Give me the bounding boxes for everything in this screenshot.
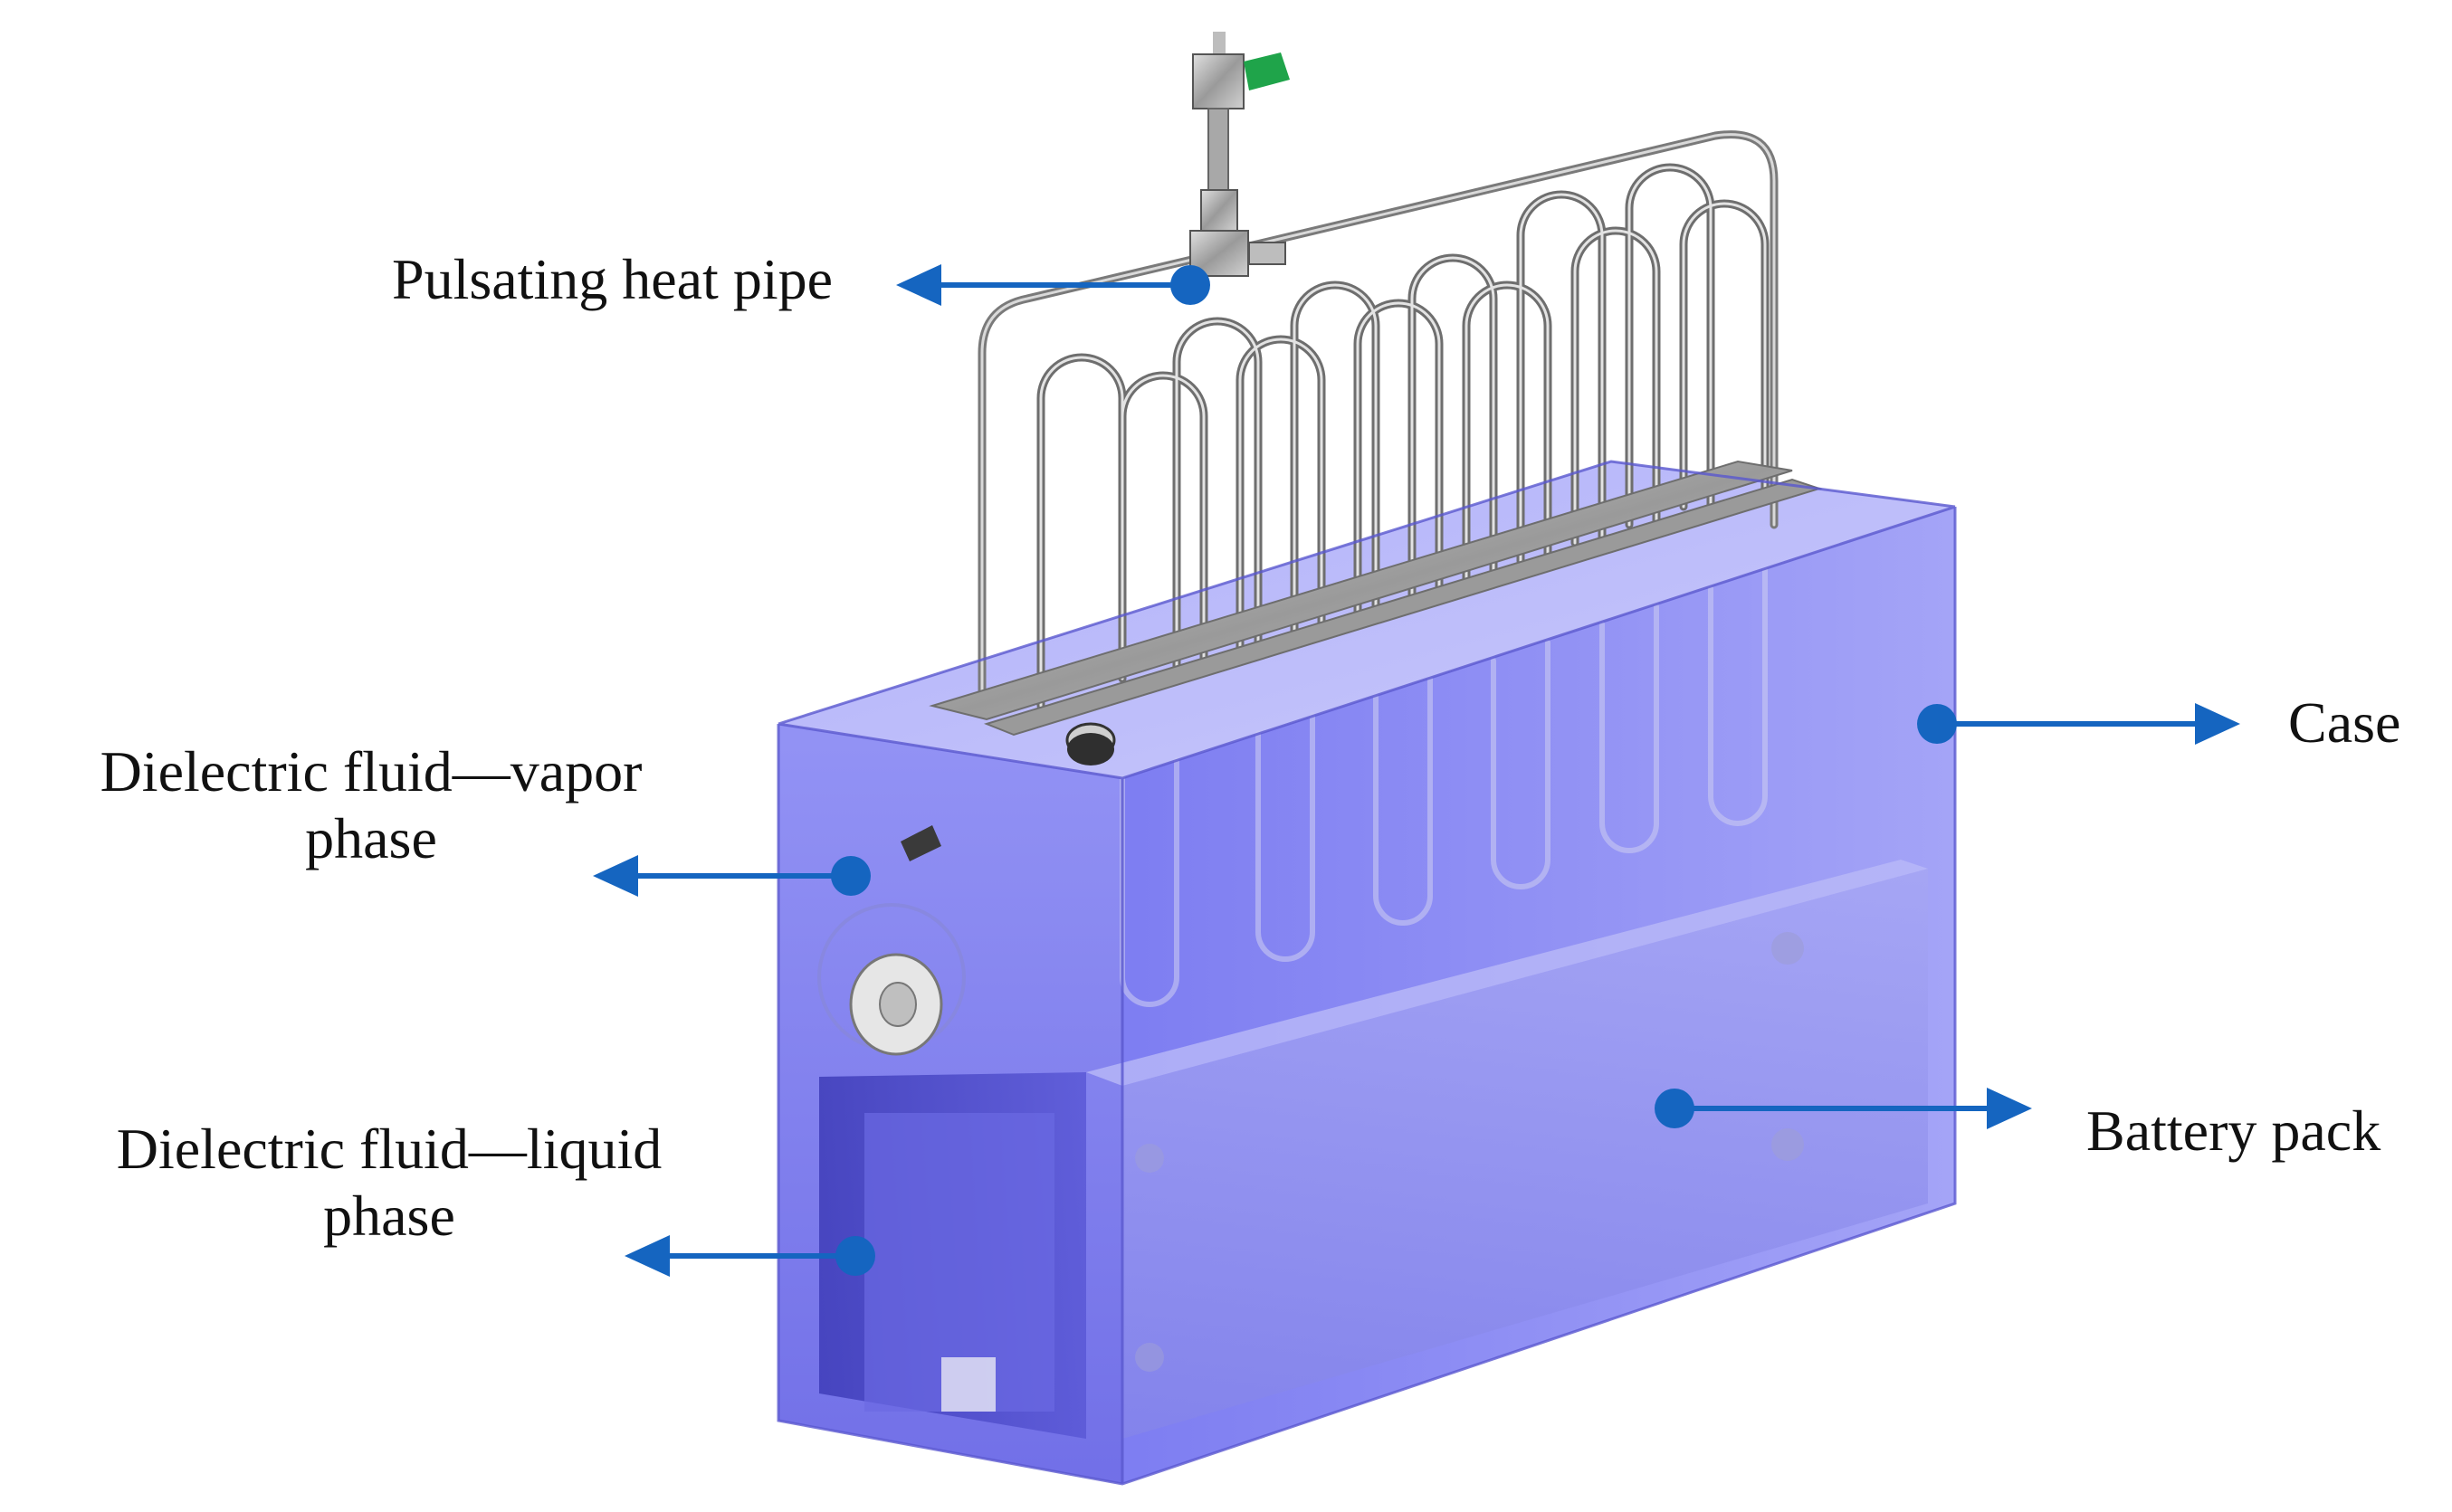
label-battery-pack-text: Battery pack — [2086, 1098, 2381, 1163]
arrow-head-vapor — [593, 855, 638, 897]
label-liquid-phase: Dielectric fluid—liquid phase — [54, 1116, 724, 1250]
arrow-dot-heat-pipe — [1170, 265, 1210, 305]
label-case-text: Case — [2288, 690, 2401, 755]
battery-bolt-4 — [1135, 1343, 1164, 1372]
arrow-head-heat-pipe — [896, 264, 941, 306]
arrow-head-battery — [1987, 1088, 2032, 1129]
case-edges — [777, 460, 1957, 1486]
terminal-block — [941, 1357, 996, 1412]
battery-bolt-3 — [1135, 1144, 1164, 1173]
label-battery-pack: Battery pack — [2086, 1098, 2439, 1165]
battery-pack-top — [1086, 860, 1928, 1086]
top-plate-1 — [929, 460, 1793, 721]
battery-bolt-2 — [1771, 1128, 1804, 1161]
battery-bolt-1 — [1771, 932, 1804, 965]
arrow-dot-battery — [1655, 1089, 1694, 1128]
label-vapor-line1: Dielectric fluid—vapor — [100, 739, 643, 804]
battery-pack-body — [1122, 869, 1928, 1439]
callout-arrows — [593, 264, 2240, 1277]
arrow-head-case — [2195, 703, 2240, 745]
heat-pipe-loops — [978, 130, 1779, 1007]
top-knob — [1065, 722, 1116, 766]
label-pulsating-heat-pipe-text: Pulsating heat pipe — [391, 247, 833, 311]
vent-fitting — [901, 825, 941, 861]
arrow-dot-vapor — [831, 856, 871, 896]
label-liquid-line2: phase — [323, 1184, 455, 1248]
arrow-dot-case — [1917, 704, 1957, 744]
label-vapor-line2: phase — [305, 806, 437, 870]
label-vapor-phase: Dielectric fluid—vapor phase — [36, 738, 706, 872]
label-pulsating-heat-pipe: Pulsating heat pipe — [308, 246, 833, 313]
arrow-head-liquid — [625, 1235, 670, 1277]
cable-gland — [817, 903, 966, 1056]
label-case: Case — [2288, 689, 2433, 756]
label-liquid-line1: Dielectric fluid—liquid — [116, 1117, 663, 1181]
arrow-dot-liquid — [835, 1236, 875, 1276]
